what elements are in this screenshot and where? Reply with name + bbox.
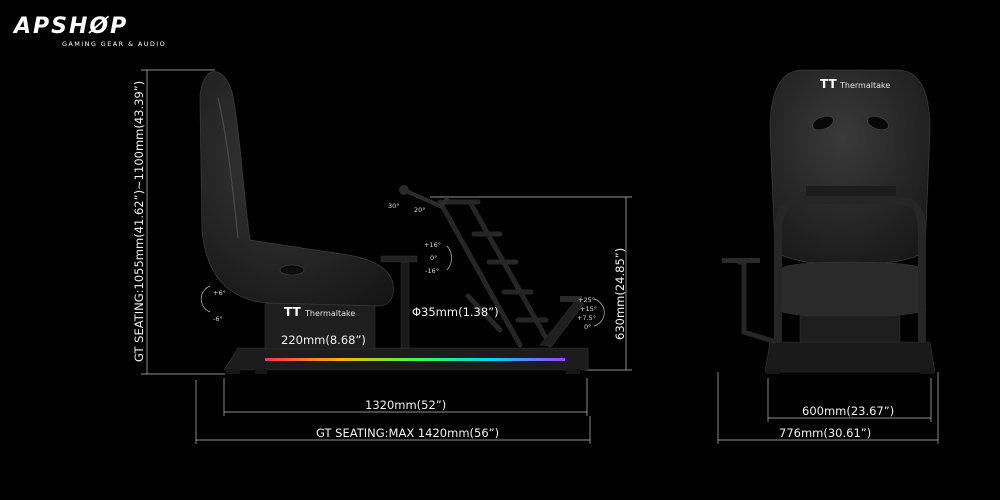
seating-height-label: GT SEATING:1055mm(41.62”)~1100mm(43.39”) [132, 80, 146, 362]
max-length-label: GT SEATING:MAX 1420mm(56”) [316, 426, 500, 440]
thermaltake-mark-side: TT [284, 305, 301, 319]
angle-pedal-c: +7.5° [577, 314, 597, 322]
frame-height-label: 630mm(24.85”) [613, 247, 627, 340]
thermaltake-mark-front: TT [820, 77, 837, 91]
roll-cage [774, 196, 926, 342]
seat-side [199, 71, 394, 307]
angle-pedal-a: +25° [578, 296, 595, 304]
angle-seat-up: +6° [213, 289, 226, 297]
base-width-label: 220mm(8.68”) [281, 333, 366, 347]
rgb-strip [265, 358, 565, 361]
angle-shifter-left: 30° [388, 202, 400, 210]
seat-front [769, 69, 931, 266]
front-inner-width-label: 600mm(23.67”) [802, 404, 895, 418]
angle-seat-down: -6° [213, 315, 223, 323]
logo-tagline: GAMING GEAR & AUDIO [62, 40, 167, 48]
angle-pedal-b: +15° [580, 305, 597, 313]
wheel-frame [437, 199, 553, 348]
thermaltake-label-side: Thermaltake [305, 309, 356, 318]
front-view [722, 69, 936, 374]
tube-diameter-label: Φ35mm(1.38”) [412, 305, 499, 319]
angle-shifter-right: 20° [414, 206, 426, 214]
dimension-lines [141, 69, 939, 444]
side-view [199, 71, 605, 374]
angle-wheel-zero: 0° [430, 254, 438, 262]
length-label: 1320mm(52”) [365, 398, 447, 412]
shop-logo: APSHØP GAMING GEAR & AUDIO [14, 16, 184, 56]
front-outer-width-label: 776mm(30.61”) [779, 426, 872, 440]
angle-pedal-d: 0° [584, 323, 592, 331]
thermaltake-label-front: Thermaltake [840, 81, 891, 90]
angle-wheel-up: +16° [424, 241, 441, 249]
logo-wordmark: APSHØP [14, 14, 129, 39]
angle-wheel-down: -16° [425, 267, 439, 275]
